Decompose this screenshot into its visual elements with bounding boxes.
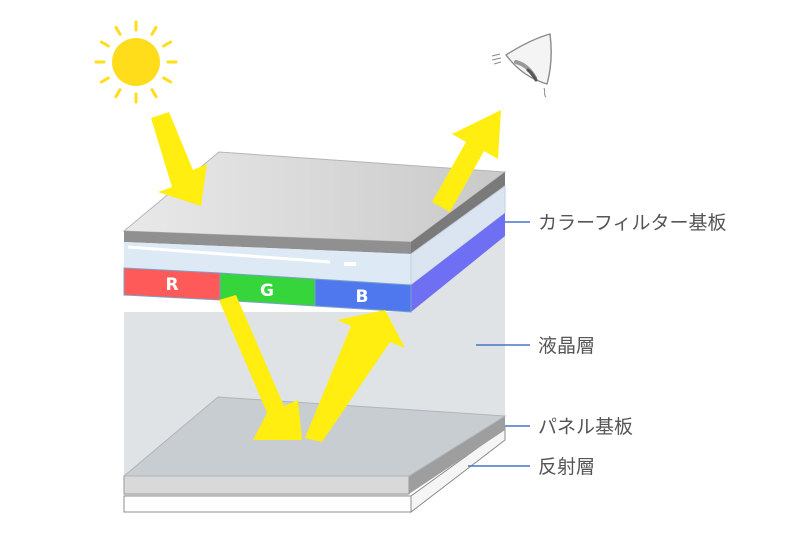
label-liquid-crystal-layer: 液晶層 (538, 335, 595, 357)
label-panel-substrate: パネル基板 (538, 416, 633, 438)
upward-light-arrow (305, 310, 405, 442)
swatch-label-green: G (260, 281, 274, 301)
outgoing-light-arrow (432, 110, 501, 212)
leader-lines (468, 221, 530, 467)
rgb-color-filter: R G B (123, 267, 412, 313)
incoming-light-arrow (151, 112, 207, 206)
label-color-filter-substrate: カラーフィルター基板 (538, 212, 726, 234)
sun-icon (94, 20, 178, 104)
swatch-label-red: R (165, 275, 178, 295)
downward-light-arrow (219, 295, 302, 440)
swatch-blue (314, 278, 412, 313)
color-filter-substrate-plate (122, 151, 507, 312)
label-reflective-layer: 反射層 (538, 456, 595, 478)
eye-icon (491, 33, 552, 98)
swatch-label-blue: B (356, 287, 369, 307)
light-path (151, 110, 501, 442)
